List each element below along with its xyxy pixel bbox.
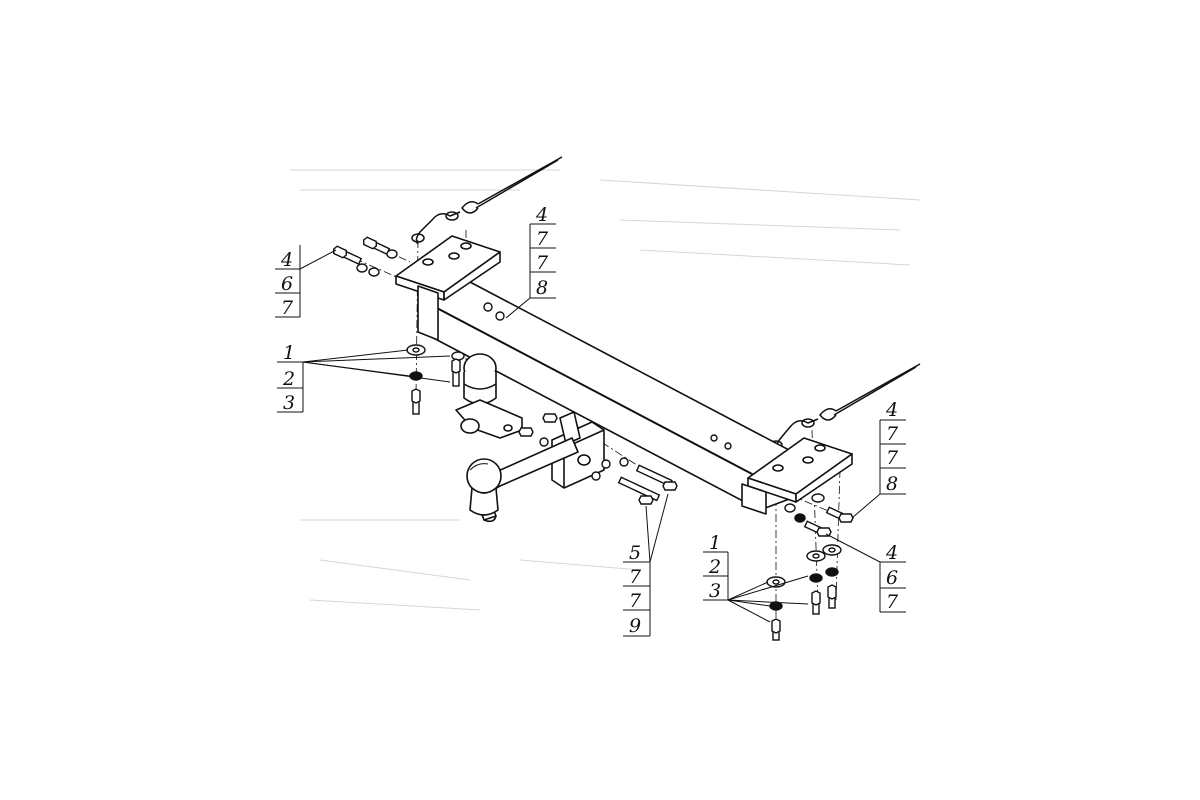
- callout-label: 7: [281, 297, 294, 319]
- callout-label: 7: [886, 591, 899, 613]
- callout-label: 7: [536, 228, 549, 250]
- callout-label: 7: [629, 590, 642, 612]
- callout-label: 2: [282, 368, 295, 390]
- callout-bottom-right: 1 2 3: [703, 532, 809, 623]
- callout-label: 8: [886, 473, 898, 495]
- ball-cover-cap: [463, 353, 497, 405]
- callout-label: 2: [708, 556, 721, 578]
- callout-label: 4: [535, 204, 548, 226]
- callout-label: 4: [280, 249, 293, 271]
- tow-hook-assembly: [466, 437, 579, 523]
- callout-label: 8: [536, 277, 548, 299]
- callout-label: 6: [886, 567, 898, 589]
- callout-label: 3: [283, 392, 295, 414]
- callout-label: 7: [886, 423, 899, 445]
- callout-label: 4: [885, 542, 898, 564]
- callout-label: 5: [629, 542, 641, 564]
- left-mounting-bracket: [395, 235, 501, 341]
- electrical-socket-plate: [455, 399, 523, 439]
- background-ghost-lines: [290, 169, 921, 611]
- fasteners: [331, 235, 854, 641]
- callout-label: 7: [536, 252, 549, 274]
- callout-top-center: 4 7 7 8: [505, 204, 556, 319]
- callout-label: 3: [709, 580, 721, 602]
- callout-right-mid: 4 6 7: [825, 533, 906, 613]
- callout-top-left: 4 6 7: [275, 245, 337, 319]
- callout-label: 1: [283, 342, 295, 364]
- right-mounting-bracket: [741, 437, 853, 515]
- callout-right-top: 4 7 7 8: [851, 399, 906, 519]
- callout-label: 9: [629, 615, 641, 637]
- callout-label: 1: [709, 532, 721, 554]
- callout-label: 7: [629, 566, 642, 588]
- callout-label: 7: [886, 447, 899, 469]
- callout-left-mid: 1 2 3: [277, 342, 451, 414]
- left-mounting-strap: [411, 156, 563, 245]
- callout-label: 6: [281, 273, 293, 295]
- center-receiver-block: [551, 411, 605, 489]
- callout-bottom-mid: 5 7 7 9: [623, 493, 669, 637]
- callout-label: 4: [885, 399, 898, 421]
